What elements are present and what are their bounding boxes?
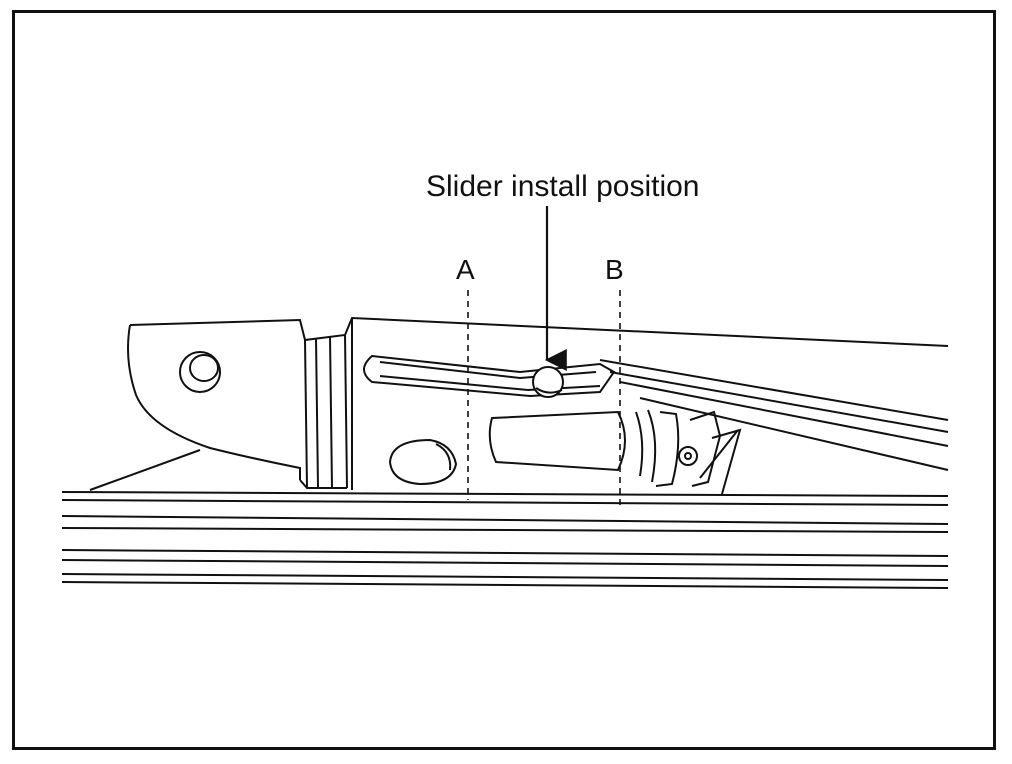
support-rod <box>89 449 201 491</box>
reference-label-a: A <box>456 254 475 285</box>
blade-rail <box>61 491 949 589</box>
lower-hole <box>388 438 458 486</box>
clip-assembly <box>635 409 742 495</box>
arm-cutout <box>488 410 626 472</box>
figure-frame <box>12 10 996 750</box>
reference-lines <box>467 290 621 506</box>
slider-knob <box>532 366 564 398</box>
pivot-hole <box>179 351 221 393</box>
slider-install-position-label: Slider install position <box>426 170 700 203</box>
arm-bracket <box>127 316 949 490</box>
reference-label-b: B <box>605 254 624 285</box>
slider-slot <box>363 354 616 398</box>
